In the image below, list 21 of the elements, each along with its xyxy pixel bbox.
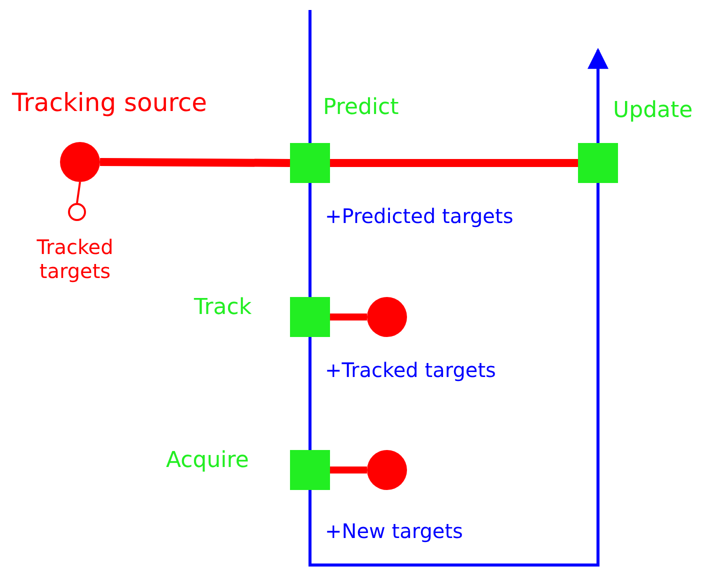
flow-arrow: [588, 48, 608, 143]
connector-line: [330, 159, 578, 167]
connector-line: [308, 337, 312, 450]
stage-label: Tracking source: [12, 88, 208, 118]
connector-line: [308, 10, 312, 143]
output-circle: [367, 297, 407, 337]
connector-line: [308, 183, 312, 297]
stage-label: Update: [613, 98, 693, 124]
output-label: +Predicted targets: [325, 204, 514, 228]
output-label: +Tracked targets: [325, 358, 496, 382]
stage-label: Predict: [323, 95, 399, 122]
output-label: +New targets: [325, 519, 463, 543]
connector-line: [330, 466, 367, 474]
connector-line: [100, 158, 290, 167]
connector-line: [76, 182, 81, 204]
stage-label: Track: [194, 295, 252, 322]
stage-label: Acquire: [166, 448, 249, 474]
connector-line: [330, 314, 367, 320]
stage-label: Tracked targets: [36, 235, 114, 283]
connector-line: [308, 183, 600, 566]
output-circle: [367, 450, 407, 490]
